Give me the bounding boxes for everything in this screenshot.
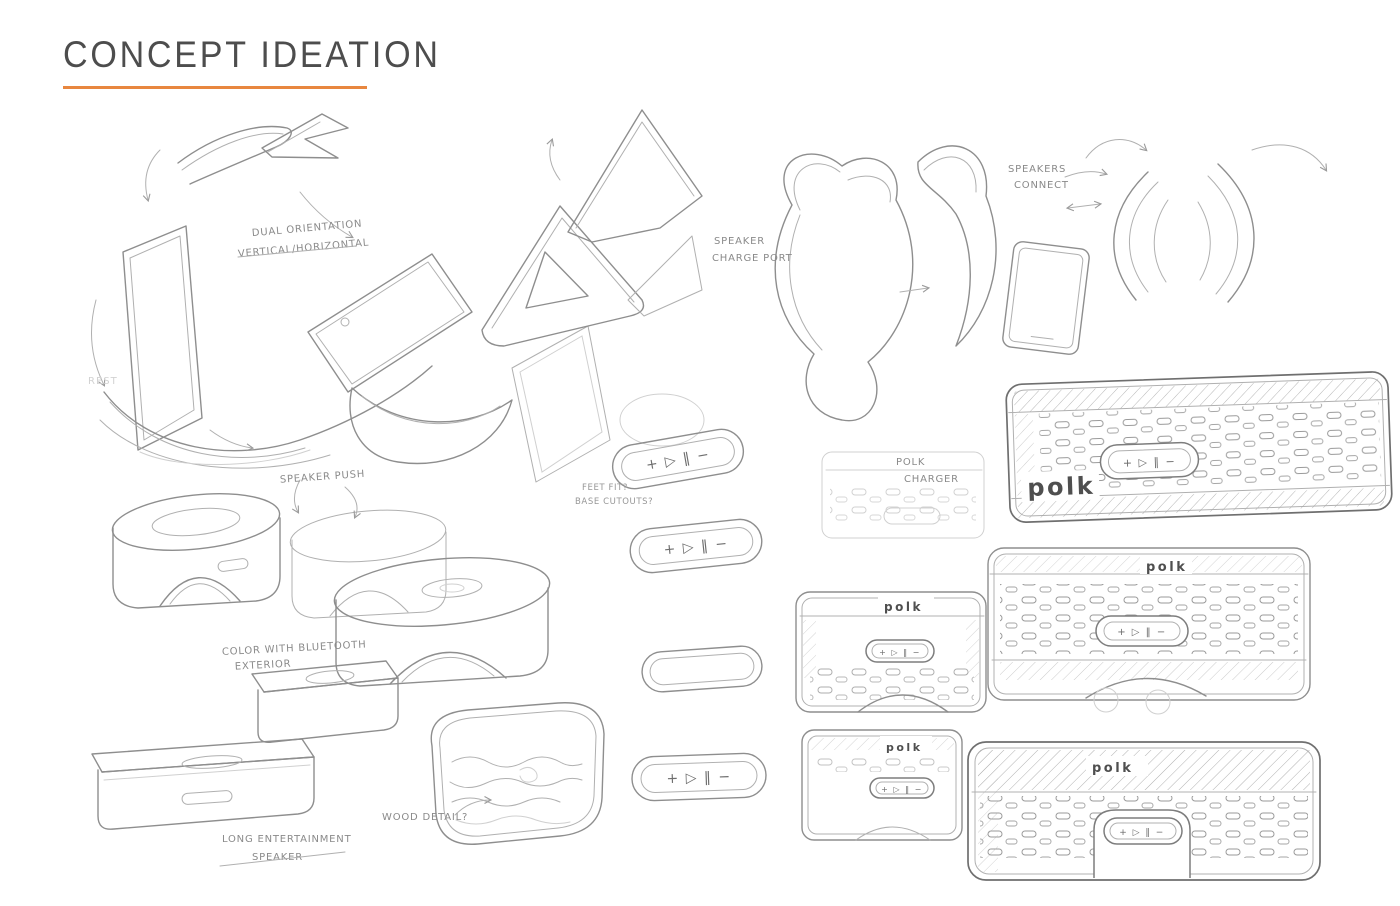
- polk-logo: polk: [1027, 472, 1096, 502]
- annotation-polk-charger: POLK: [896, 457, 925, 468]
- annotation-color-bluetooth: COLOR WITH BLUETOOTH: [222, 639, 367, 658]
- tablet-stand-tilted-sketch: [307, 253, 513, 465]
- control-glyphs: + ▷ ‖ −: [881, 785, 923, 794]
- annotation-long-speaker: LONG ENTERTAINMENT: [222, 834, 352, 845]
- polk-logo: polk: [886, 741, 923, 754]
- control-pill: + ▷ ‖ −: [629, 518, 763, 574]
- annotation-rest: REST: [88, 376, 118, 387]
- control-pill: + ▷ ‖ −: [869, 777, 935, 799]
- control-pill: + ▷ ‖ −: [611, 428, 745, 490]
- annotation-polk-charger: CHARGER: [904, 474, 959, 485]
- phone-sketch: [1002, 241, 1090, 355]
- speaker-front-sketch-faint: [821, 451, 985, 539]
- speaker-front-sketch-bottom-right: polk + ▷ ‖ −: [967, 741, 1321, 881]
- annotation-color-bluetooth: EXTERIOR: [235, 659, 292, 673]
- speaker-front-sketch-bottom-left: polk + ▷ ‖ −: [801, 729, 963, 841]
- control-pill: + ▷ ‖ −: [631, 752, 767, 802]
- annotation-speaker-push: SPEAKER PUSH: [280, 469, 366, 486]
- annotation-dual-orientation: VERTICAL/HORIZONTAL: [238, 238, 370, 260]
- control-pill: + ▷ ‖ −: [1103, 817, 1183, 845]
- annotation-dual-orientation: DUAL ORIENTATION: [251, 219, 362, 240]
- polk-logo: polk: [1146, 560, 1187, 575]
- control-pill: + ▷ ‖ −: [1095, 615, 1189, 647]
- annotation-speaker-charge-port: SPEAKER: [714, 236, 765, 247]
- control-pill-sketches: + ▷ ‖ − + ▷ ‖ − + ▷ ‖ −: [611, 428, 767, 802]
- bar-speaker-sketches: [91, 660, 399, 830]
- page-title: CONCEPT IDEATION: [63, 34, 441, 75]
- tablet-stand-vertical-sketch: [91, 225, 433, 469]
- speaker-front-sketch-mid-left: polk + ▷ ‖ −: [795, 591, 987, 713]
- annotation-speakers-connect: CONNECT: [1014, 180, 1069, 191]
- control-glyphs: + ▷ ‖ −: [1117, 627, 1166, 638]
- control-pill: + ▷ ‖ −: [1099, 441, 1200, 480]
- control-pill: + ▷ ‖ −: [865, 639, 935, 663]
- polk-logo: polk: [884, 600, 923, 614]
- annotation-long-speaker: SPEAKER: [252, 852, 303, 863]
- dock-speaker-sketches: [111, 479, 551, 687]
- annotation-speaker-charge-port: CHARGE PORT: [712, 253, 793, 264]
- annotation-speakers-connect: SPEAKERS: [1008, 164, 1066, 175]
- speaker-front-sketch-mid-right: polk + ▷ ‖ −: [987, 547, 1311, 715]
- wood-speaker-sketch: [430, 702, 605, 845]
- wing-shape-sketches: [142, 113, 354, 239]
- control-pill-empty: [641, 645, 763, 693]
- speaker-front-sketch-top: polk + ▷ ‖ −: [1005, 371, 1393, 523]
- curved-speaker-sketches: [774, 139, 1328, 422]
- control-glyphs: + ▷ ‖ −: [879, 648, 921, 657]
- control-glyphs: + ▷ ‖ −: [666, 769, 732, 787]
- control-glyphs: + ▷ ‖ −: [663, 536, 729, 559]
- control-glyphs: + ▷ ‖ −: [1119, 828, 1165, 838]
- tablet-sketch-faint: [511, 325, 705, 483]
- polk-logo: polk: [1092, 761, 1133, 776]
- control-glyphs: + ▷ ‖ −: [1123, 455, 1177, 470]
- title-underline: [63, 86, 367, 89]
- annotation-feet-fit: BASE CUTOUTS?: [575, 497, 653, 507]
- annotation-wood-detail: WOOD DETAIL?: [382, 812, 468, 823]
- annotation-feet-fit: FEET FIT?: [582, 483, 628, 493]
- triangle-stand-sketches: [481, 109, 703, 347]
